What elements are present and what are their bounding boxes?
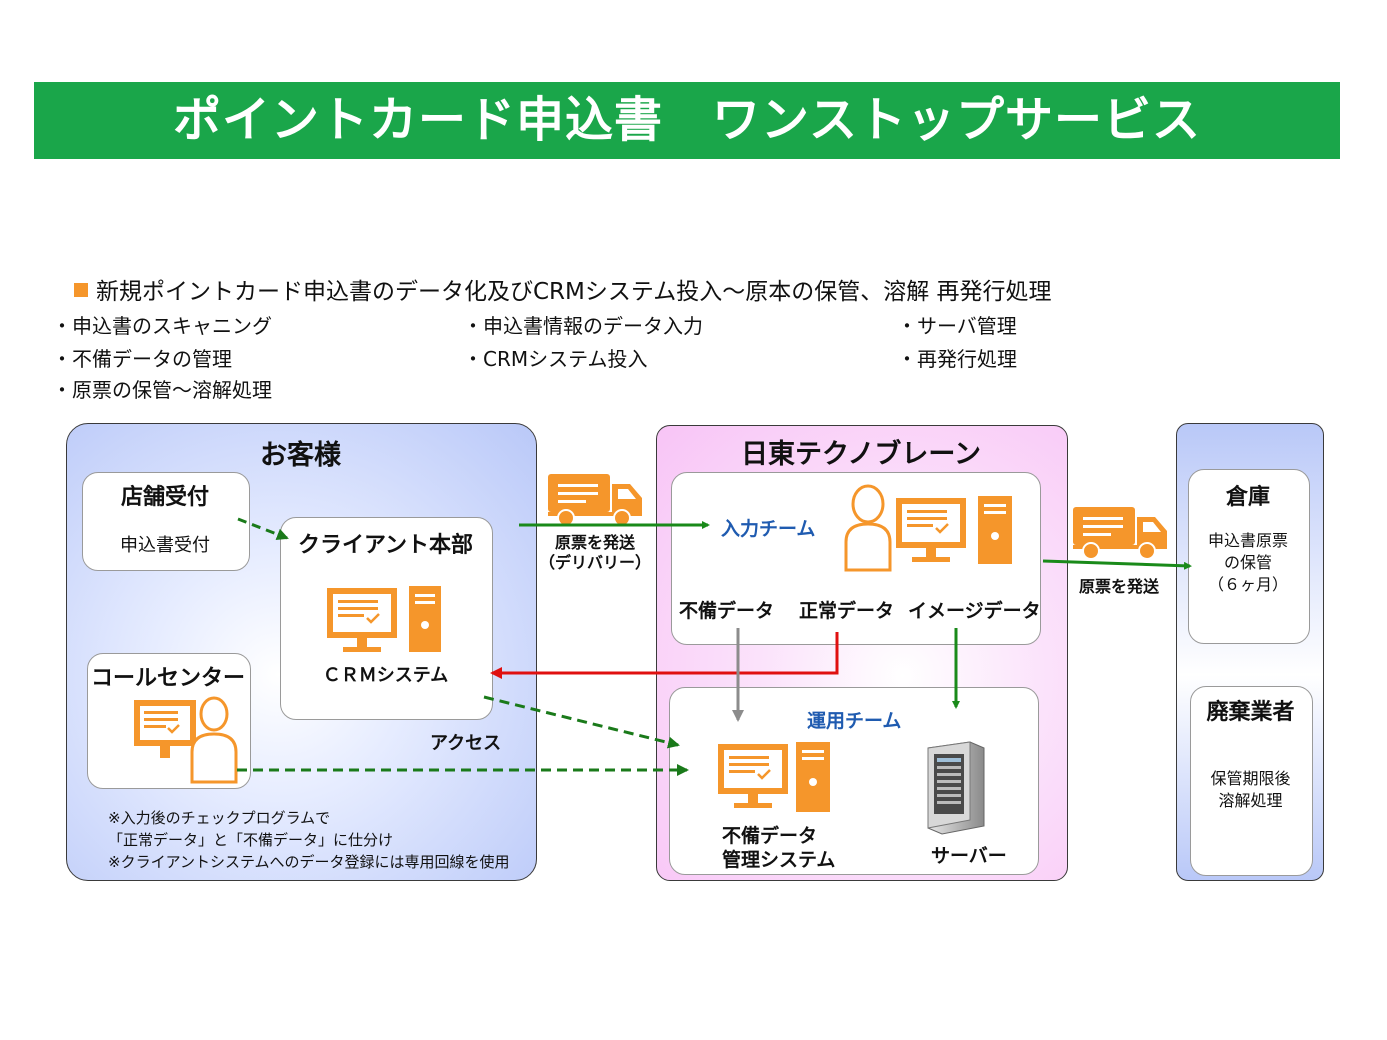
access-label: アクセス (430, 733, 502, 754)
operator-with-computer-icon (844, 484, 1016, 578)
page-title: ポイントカード申込書 ワンストップサービス (172, 92, 1202, 148)
bullet-item: ・サーバ管理 (897, 314, 1017, 338)
note-line: ※入力後のチェックプログラムで (108, 809, 331, 827)
nitto-title: 日東テクノブレーン (740, 439, 982, 470)
disposal-title: 廃棄業者 (1206, 700, 1295, 725)
note-line: ※クライアントシステムへのデータ登録には専用回線を使用 (108, 853, 510, 871)
crm-system-label: ＣＲＭシステム (322, 665, 449, 686)
store-text: 申込書受付 (120, 535, 210, 556)
customer-title: お客様 (260, 440, 341, 471)
warehouse-line: 申込書原票 (1207, 531, 1288, 550)
server-icon (918, 740, 988, 840)
arrow-to-warehouse (1042, 559, 1192, 570)
arrow-normal-to-crm (490, 632, 839, 679)
truck1-label-line2: （デリバリー） (538, 553, 651, 572)
bullet-item: ・CRMシステム投入 (463, 347, 648, 371)
warehouse-line: の保管 (1223, 553, 1272, 572)
client-hq-title: クライアント本部 (297, 533, 474, 558)
bullet-item: ・申込書情報のデータ入力 (463, 314, 703, 338)
truck2-label: 原票を発送 (1078, 577, 1159, 596)
computer-icon (716, 742, 834, 818)
arrow-store-to-hq (237, 517, 289, 540)
operator-icon (132, 696, 238, 788)
warehouse-title: 倉庫 (1225, 485, 1270, 510)
title-bar (34, 82, 1340, 159)
call-center-title: コールセンター (90, 666, 245, 691)
ops-team-label: 運用チーム (807, 710, 902, 732)
bullet-item: ・不備データの管理 (52, 347, 232, 371)
warehouse-box (1188, 469, 1310, 644)
defect-system-label-line2: 管理システム (722, 849, 836, 871)
input-team-label: 入力チーム (721, 518, 816, 540)
headline: 新規ポイントカード申込書のデータ化及びCRMシステム投入～原本の保管、溶解 再発… (74, 272, 1052, 306)
computer-icon (323, 585, 445, 659)
disposal-box (1190, 686, 1313, 876)
store-box (82, 472, 250, 571)
warehouse-line: （６ヶ月） (1207, 575, 1288, 594)
truck-icon (1071, 505, 1169, 565)
headline-text: 新規ポイントカード申込書のデータ化及びCRMシステム投入～原本の保管、溶解 再発… (96, 279, 1052, 305)
defect-system-label-line1: 不備データ (722, 825, 818, 847)
bullet-item: ・原票の保管～溶解処理 (52, 378, 272, 402)
orange-square-icon (74, 283, 88, 297)
note-line: 「正常データ」と「不備データ」に仕分け (108, 831, 394, 849)
disposal-text: 保管期限後 溶解処理 (1190, 768, 1311, 812)
defect-data-label: 不備データ (679, 600, 775, 622)
bullet-item: ・再発行処理 (897, 347, 1017, 371)
store-title: 店舗受付 (120, 485, 209, 510)
server-label: サーバー (931, 845, 1007, 867)
bullet-item: ・申込書のスキャニング (52, 314, 272, 338)
disposal-line: 保管期限後 (1210, 769, 1291, 788)
disposal-line: 溶解処理 (1218, 791, 1283, 810)
truck1-label-line1: 原票を発送 (554, 533, 635, 552)
arrow-access (483, 695, 680, 749)
warehouse-text: 申込書原票 の保管 （６ヶ月） (1188, 530, 1308, 596)
image-data-label: イメージデータ (908, 600, 1041, 622)
normal-data-label: 正常データ (799, 600, 895, 622)
truck-icon (546, 472, 644, 532)
